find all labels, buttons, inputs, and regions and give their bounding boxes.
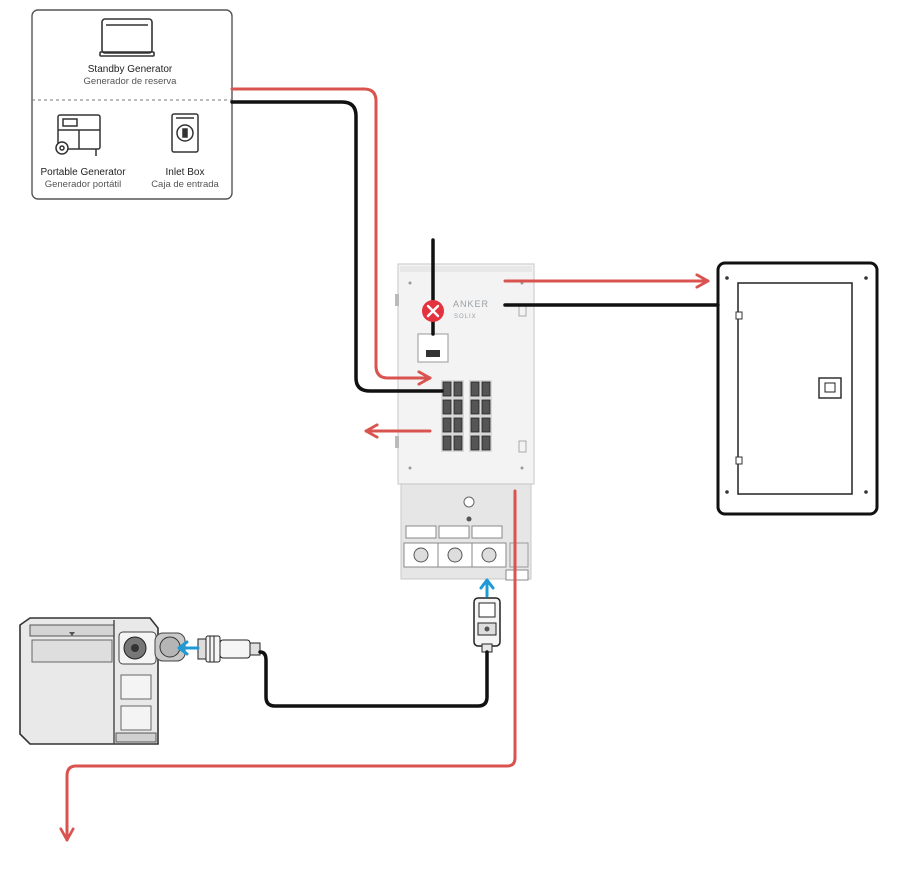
power-station-icon: [19, 617, 186, 745]
blocked-x-icon: [422, 300, 444, 322]
main-disconnect: [417, 333, 449, 363]
breaker-bank: [441, 380, 492, 452]
portable-generator-title: Portable Generator: [40, 167, 126, 178]
brand-logo: ANKER: [453, 299, 489, 309]
generator-source-box: Standby Generator Generador de reserva P…: [31, 9, 233, 200]
brand-logo-sub: SOLIX: [454, 314, 477, 320]
standby-generator-title: Standby Generator: [88, 64, 173, 75]
transfer-switch: ANKER SOLIX: [395, 263, 535, 581]
connect-arrows: [177, 578, 495, 656]
inlet-box-subtitle: Caja de entrada: [151, 179, 219, 190]
smart-module-icon: [473, 597, 501, 653]
standby-generator-subtitle: Generador de reserva: [84, 76, 178, 87]
battery-port-row: [403, 525, 529, 568]
breaker-panel-icon: [716, 261, 879, 516]
power-flow-arrows: [67, 87, 710, 842]
connector-plug-icon: [197, 635, 261, 663]
black-cable-lines: [230, 100, 720, 708]
inlet-box-icon: [171, 113, 199, 153]
portable-generator-icon: [55, 114, 101, 156]
portable-generator-subtitle: Generador portátil: [45, 179, 122, 190]
standby-generator-icon: [99, 18, 155, 57]
inlet-box-title: Inlet Box: [166, 167, 205, 178]
